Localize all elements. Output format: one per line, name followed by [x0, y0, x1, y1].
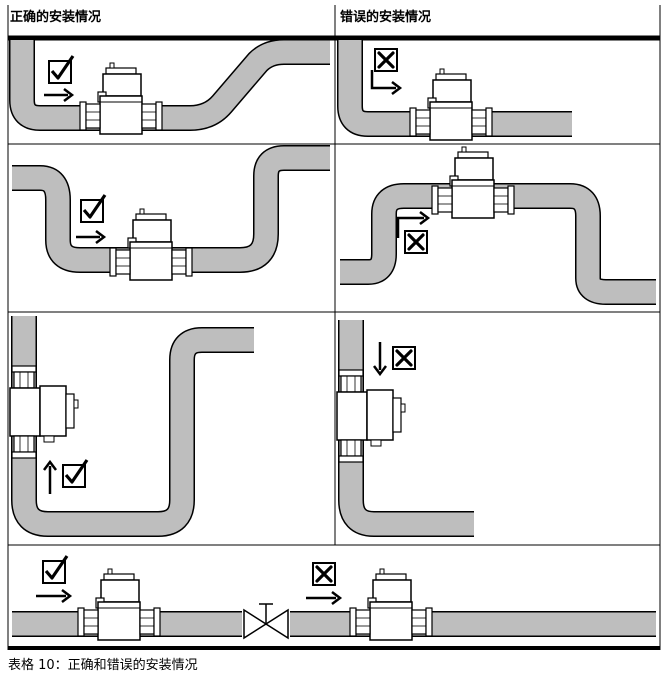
case-incorrect-horizontal	[337, 40, 572, 141]
header-incorrect: 错误的安装情况	[340, 10, 432, 25]
x-box-icon	[391, 345, 417, 371]
transmitter-device	[109, 208, 193, 281]
transmitter-device-vertical	[9, 365, 79, 459]
installation-diagram-grid	[7, 5, 661, 650]
checkmark-box-icon	[47, 54, 75, 85]
transmitter-device	[77, 568, 161, 641]
flow-arrow-down-icon	[373, 342, 387, 377]
x-box-icon	[403, 229, 429, 255]
transmitter-device-vertical	[336, 369, 406, 463]
x-box-icon	[311, 561, 337, 587]
table-caption: 表格 10：正确和错误的安装情况	[8, 658, 198, 673]
flow-arrow-icon	[44, 88, 75, 102]
case-correct-vertical-up	[9, 316, 254, 537]
checkmark-box-icon	[61, 458, 89, 489]
transmitter-device	[409, 68, 493, 141]
flow-arrow-icon	[370, 70, 403, 95]
flow-arrow-up-icon	[43, 459, 57, 494]
flow-arrow-icon	[36, 589, 73, 603]
table-frame	[7, 5, 661, 650]
valve-icon	[242, 603, 290, 640]
header-correct: 正确的安装情况	[10, 10, 102, 25]
case-correct-u-bend	[12, 145, 330, 281]
x-box-icon	[373, 47, 399, 73]
checkmark-box-icon	[79, 193, 107, 224]
checkmark-box-icon	[41, 554, 69, 585]
case-incorrect-inverted-u	[340, 146, 656, 305]
transmitter-device	[349, 568, 433, 641]
flow-arrow-icon	[306, 591, 343, 605]
transmitter-device	[431, 146, 515, 219]
flow-arrow-icon	[76, 230, 107, 244]
flow-arrow-icon	[396, 211, 431, 238]
transmitter-device	[79, 62, 163, 135]
case-correct-horizontal	[9, 39, 330, 135]
case-valve-line	[12, 554, 656, 641]
case-incorrect-vertical-down	[336, 320, 474, 537]
